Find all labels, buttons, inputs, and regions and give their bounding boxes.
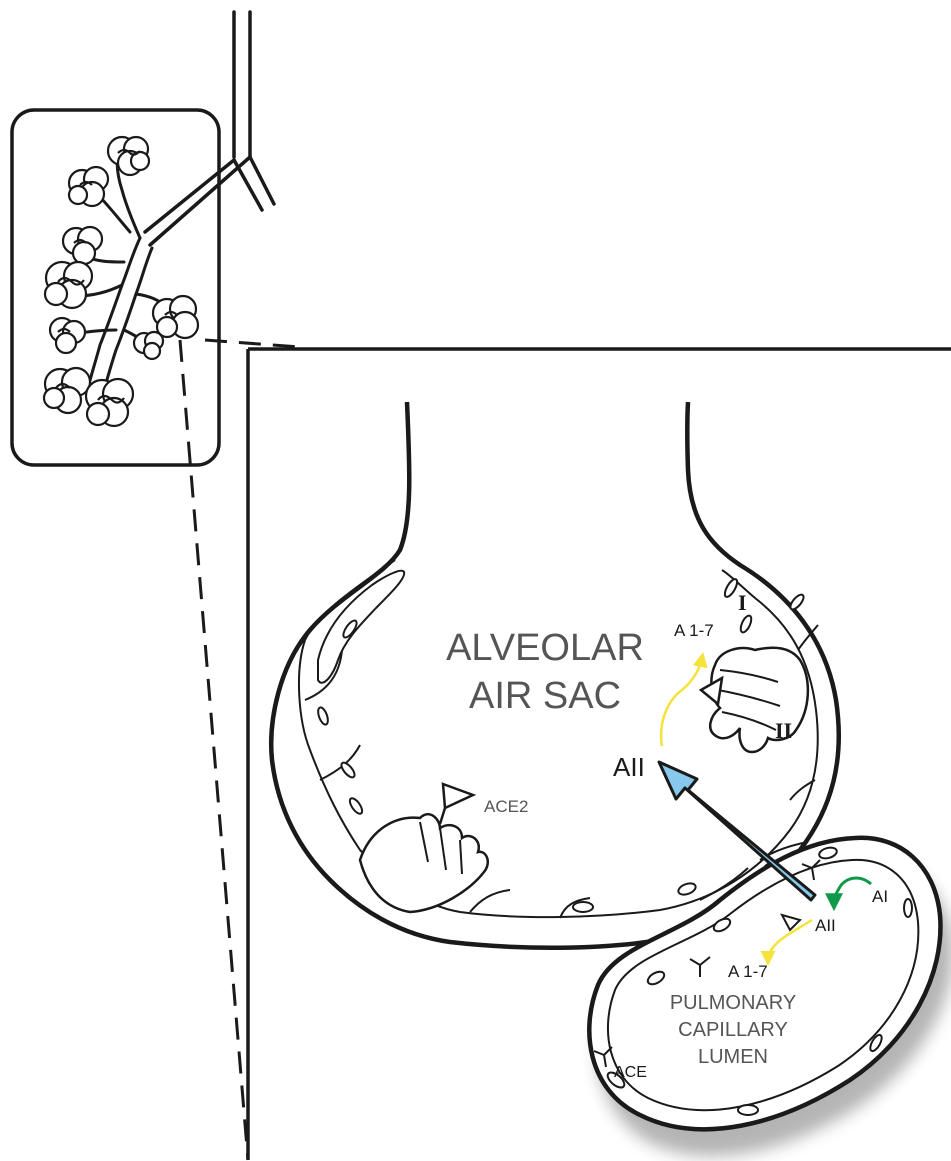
air-sac-label-line1: ALVEOLAR	[446, 627, 644, 669]
type-ii-cell-label: II	[775, 718, 792, 743]
ace-label: ACE	[614, 1064, 647, 1081]
capillary-label-line3: LUMEN	[698, 1046, 768, 1068]
alveolar-clusters	[44, 137, 198, 426]
bronchus	[145, 12, 274, 245]
ang2-capillary-label: AII	[815, 916, 836, 935]
alveolar-cluster	[50, 318, 85, 353]
alveolar-cluster	[134, 332, 163, 359]
type-i-cell-label: I	[738, 590, 747, 615]
ang17-alveolar-label: A 1-7	[674, 621, 714, 640]
ang1-capillary-label: AI	[872, 887, 888, 906]
alveolar-cluster	[153, 296, 198, 338]
ang2-alveolar-label: AII	[613, 752, 645, 782]
alveolar-cluster	[86, 379, 133, 426]
capillary-label-line2: CAPILLARY	[678, 1019, 788, 1041]
ace2-label: ACE2	[484, 797, 528, 816]
alveolar-cluster	[108, 137, 149, 175]
alveolar-cluster	[45, 262, 92, 308]
air-sac-label-line2: AIR SAC	[469, 675, 621, 717]
alveolar-cluster	[69, 167, 108, 206]
capillary-label-line1: PULMONARY	[670, 992, 796, 1014]
ang17-capillary-label: A 1-7	[728, 962, 768, 981]
alveolar-cluster	[44, 368, 90, 413]
